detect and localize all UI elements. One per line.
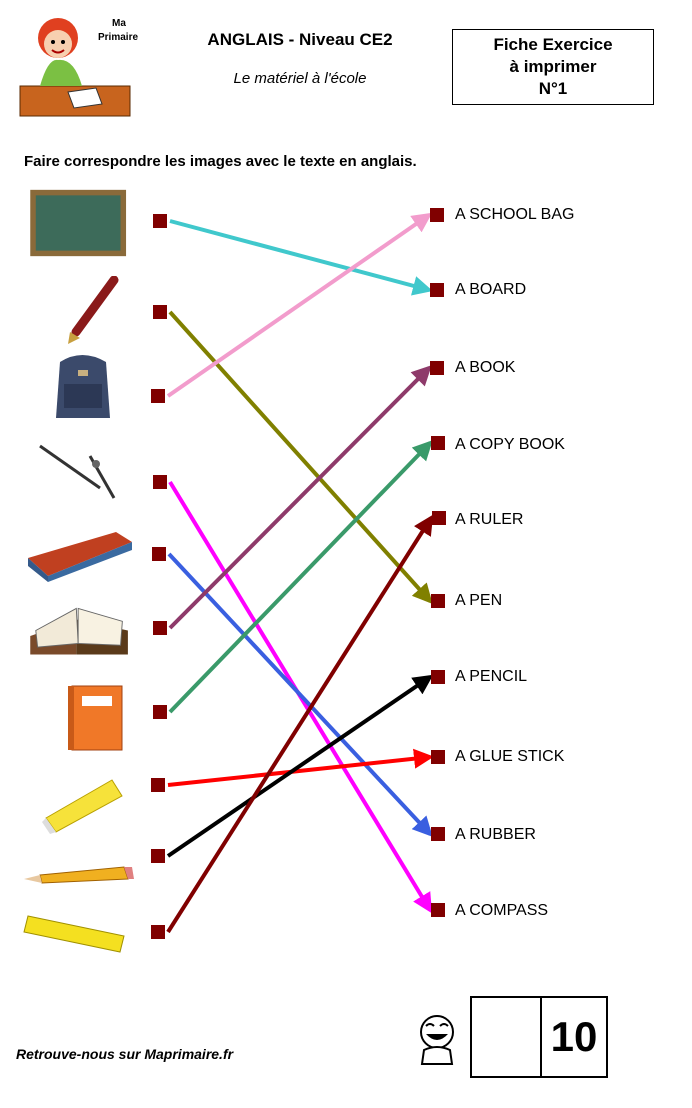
pencil-picture: [24, 866, 134, 884]
score-box: 10: [470, 996, 608, 1078]
ma-primaire-logo: Ma Primaire: [19, 18, 138, 117]
copy-book-picture: [68, 685, 123, 751]
logo-text-line-1: Ma: [112, 18, 126, 29]
match-line-2: [168, 310, 433, 604]
word-board: A BOARD: [455, 281, 527, 298]
word-copy-book: A COPY BOOK: [455, 436, 565, 453]
word-pen: A PEN: [455, 592, 503, 609]
fiche-box: Fiche Exercice à imprimer N°1: [452, 29, 654, 105]
left-square-1[interactable]: [153, 214, 167, 228]
laughing-face-icon: [420, 1015, 454, 1065]
page-title: ANGLAIS - Niveau CE2: [207, 30, 393, 49]
left-square-2[interactable]: [153, 305, 167, 319]
right-square-8[interactable]: [431, 750, 445, 764]
right-square-2[interactable]: [430, 283, 444, 297]
rubber-picture: [28, 532, 132, 582]
right-square-9[interactable]: [431, 827, 445, 841]
right-square-7[interactable]: [431, 670, 445, 684]
score-total: 10: [550, 1013, 598, 1060]
left-square-5[interactable]: [152, 547, 166, 561]
school-bag-picture: [56, 355, 110, 418]
word-glue-stick: A GLUE STICK: [455, 748, 565, 765]
left-square-9[interactable]: [151, 849, 165, 863]
left-square-6[interactable]: [153, 621, 167, 635]
score-divider: [540, 998, 542, 1076]
match-line-9: [166, 674, 434, 858]
right-square-1[interactable]: [430, 208, 444, 222]
right-square-5[interactable]: [432, 511, 446, 525]
right-square-3[interactable]: [430, 361, 444, 375]
ruler-picture: [23, 915, 125, 953]
left-square-8[interactable]: [151, 778, 165, 792]
match-line-3: [166, 212, 433, 398]
left-square-10[interactable]: [151, 925, 165, 939]
match-line-5: [167, 552, 433, 837]
match-line-8: [167, 748, 434, 787]
footer-text[interactable]: Retrouve-nous sur Maprimaire.fr: [16, 1046, 234, 1062]
right-square-6[interactable]: [431, 594, 445, 608]
word-compass: A COMPASS: [455, 902, 549, 919]
match-line-6: [168, 365, 432, 630]
word-school-bag: A SCHOOL BAG: [455, 206, 575, 223]
word-rubber: A RUBBER: [455, 826, 536, 843]
left-square-4[interactable]: [153, 475, 167, 489]
logo-text-line-2: Primaire: [98, 32, 138, 43]
right-square-4[interactable]: [431, 436, 445, 450]
instruction-text: Faire correspondre les images avec le te…: [24, 153, 417, 170]
right-square-10[interactable]: [431, 903, 445, 917]
word-book: A BOOK: [455, 359, 516, 376]
board-picture: [30, 189, 127, 257]
left-square-7[interactable]: [153, 705, 167, 719]
match-line-1: [169, 219, 433, 296]
page-subtitle: Le matériel à l'école: [233, 70, 367, 87]
compass-picture: [39, 444, 116, 499]
match-line-10: [166, 514, 434, 934]
left-square-3[interactable]: [151, 389, 165, 403]
glue-stick-picture: [42, 779, 123, 834]
pen-picture: [68, 276, 119, 344]
match-line-7: [168, 440, 433, 714]
word-ruler: A RULER: [455, 511, 524, 528]
fiche-line-3: N°1: [538, 79, 568, 98]
word-pencil: A PENCIL: [455, 668, 528, 685]
fiche-line-1: Fiche Exercice: [493, 35, 613, 54]
book-picture: [30, 607, 128, 655]
fiche-line-2: à imprimer: [509, 57, 597, 76]
